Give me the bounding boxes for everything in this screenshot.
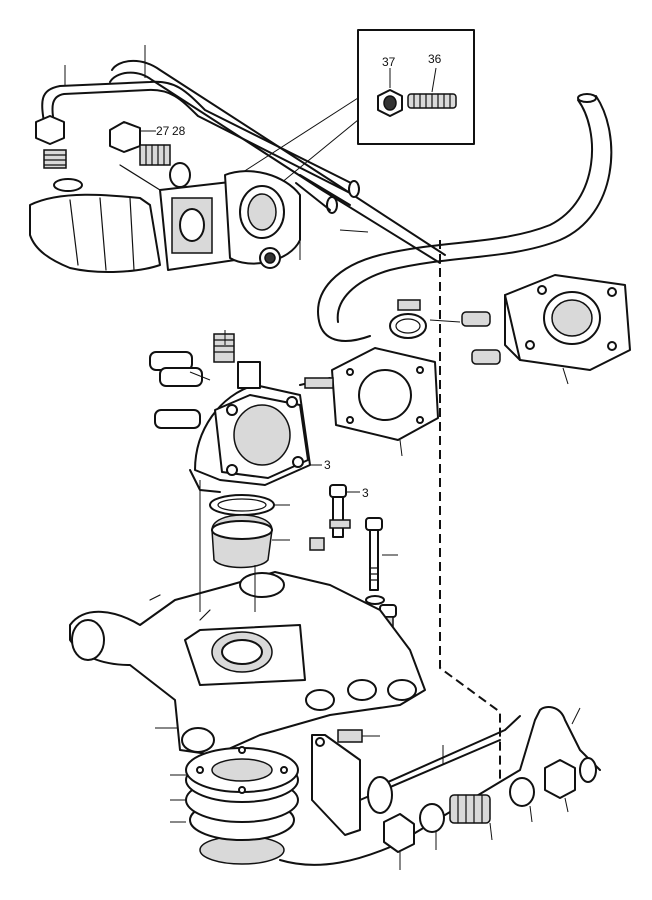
top-engine-block <box>29 164 301 273</box>
routing-dashed-line <box>439 240 501 780</box>
leader-lines <box>189 229 369 612</box>
outlet-flange <box>461 274 631 385</box>
label-3-upper: 3 <box>324 458 331 472</box>
top-left-fittings: 27 28 <box>35 115 191 192</box>
label-28: 28 <box>172 124 186 138</box>
thermostat-and-seal <box>209 494 290 569</box>
flange-gasket <box>331 347 439 457</box>
bottom-pipes <box>279 706 601 870</box>
detail-inset: 37 36 <box>211 29 475 211</box>
support-bracket <box>311 729 380 836</box>
coolant-hose <box>317 93 613 342</box>
stud-part-36 <box>407 93 457 109</box>
exhaust-flange-stack <box>170 746 299 865</box>
nut-part-37 <box>377 89 403 117</box>
top-pipes <box>41 45 446 264</box>
label-37: 37 <box>382 55 396 69</box>
label-3-lower: 3 <box>362 486 369 500</box>
exhaust-manifold <box>69 571 426 756</box>
label-36: 36 <box>428 52 442 66</box>
thermostat-housing: 3 <box>149 333 334 493</box>
hose-clamp <box>389 299 461 339</box>
label-27: 27 <box>156 124 170 138</box>
